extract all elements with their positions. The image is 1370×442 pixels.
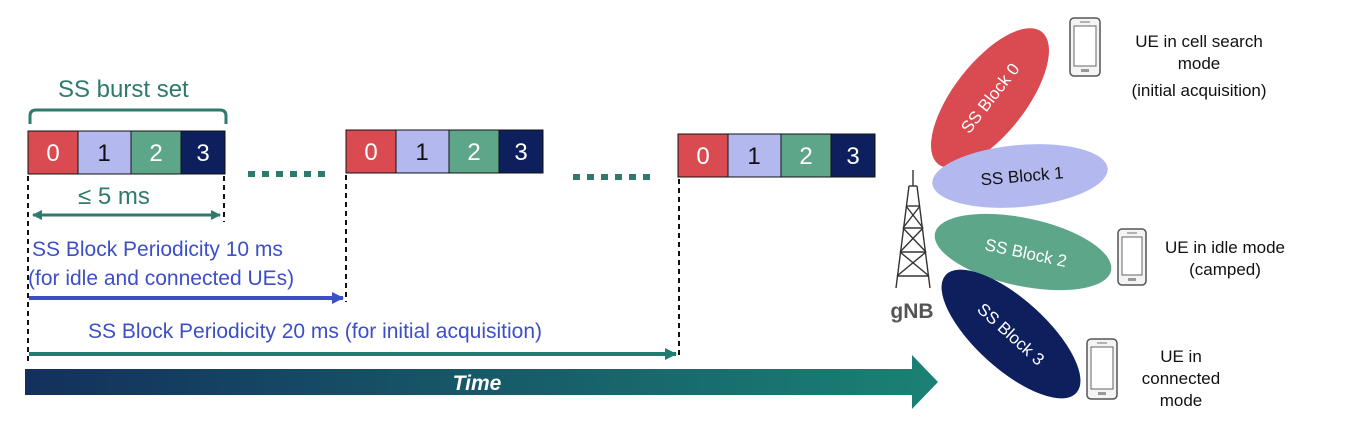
burst-set-bracket xyxy=(28,108,228,124)
ss-block-label: 1 xyxy=(415,139,428,166)
ss-block-label: 3 xyxy=(196,140,209,167)
burst-3: 0 1 2 3 xyxy=(677,133,876,178)
ue-cell-search-label: UE in cell search mode (initial acquisit… xyxy=(1131,32,1266,100)
ss-block-3-cell xyxy=(830,133,876,178)
beam-ss-block-0: SS Block 0 xyxy=(931,28,1049,168)
ue-label-line: connected xyxy=(1142,369,1220,388)
phone-icon xyxy=(1117,228,1147,286)
beam-ss-block-1: SS Block 1 xyxy=(932,144,1108,208)
ss-block-label: 1 xyxy=(97,140,110,167)
burst-set-label: SS burst set xyxy=(58,76,189,103)
periodicity-10ms-label: SS Block Periodicity 10 ms xyxy=(32,238,283,261)
time-label: Time xyxy=(453,372,502,395)
ue-idle-label: UE in idle mode (camped) xyxy=(1165,238,1285,279)
ss-block-0-cell xyxy=(677,133,729,178)
ss-block-2-cell xyxy=(130,130,182,175)
gap-dots-2 xyxy=(573,174,650,180)
burst-1: 0 1 2 3 xyxy=(27,130,226,175)
ue-label-line: UE in idle mode xyxy=(1165,238,1285,257)
ss-block-label: 2 xyxy=(799,143,812,170)
ss-block-label: 0 xyxy=(46,140,59,167)
gap-dots-1 xyxy=(248,171,325,177)
ue-label-line: UE in cell search xyxy=(1135,32,1263,51)
ss-block-label: 0 xyxy=(364,139,377,166)
ss-block-0-cell xyxy=(345,129,397,174)
phone-icon xyxy=(1086,338,1118,400)
burst-2: 0 1 2 3 xyxy=(345,129,544,174)
periodicity-20ms-label: SS Block Periodicity 20 ms (for initial … xyxy=(88,320,542,343)
gnb-tower-icon xyxy=(895,170,931,289)
ss-block-1-cell xyxy=(77,130,132,175)
beam-ss-block-2: SS Block 2 xyxy=(934,213,1112,291)
burst-duration-label: ≤ 5 ms xyxy=(78,183,150,210)
ss-block-label: 2 xyxy=(149,140,162,167)
time-arrow xyxy=(25,355,938,409)
ue-connected-label: UE in connected mode xyxy=(1142,347,1220,410)
ss-block-label: 2 xyxy=(467,139,480,166)
ss-block-label: 1 xyxy=(747,143,760,170)
ue-label-line: UE in xyxy=(1160,347,1202,366)
ss-block-1-cell xyxy=(727,133,782,178)
beam-ss-block-3: SS Block 3 xyxy=(941,269,1081,399)
ue-label-line: mode xyxy=(1160,391,1203,410)
ss-block-3-cell xyxy=(498,129,544,174)
ss-block-label: 3 xyxy=(846,143,859,170)
gnb-label: gNB xyxy=(890,300,933,323)
ss-block-label: 0 xyxy=(696,143,709,170)
periodicity-10ms-subtitle: (for idle and connected UEs) xyxy=(28,267,294,290)
ss-block-2-cell xyxy=(448,129,500,174)
phone-icon xyxy=(1069,17,1101,77)
ss-block-1-cell xyxy=(395,129,450,174)
ss-block-0-cell xyxy=(27,130,79,175)
ue-label-line: (initial acquisition) xyxy=(1131,81,1266,100)
ue-label-line: (camped) xyxy=(1189,260,1261,279)
ss-block-label: 3 xyxy=(514,139,527,166)
ss-block-3-cell xyxy=(180,130,226,175)
dashed-guides xyxy=(27,175,680,362)
ue-label-line: mode xyxy=(1178,54,1221,73)
